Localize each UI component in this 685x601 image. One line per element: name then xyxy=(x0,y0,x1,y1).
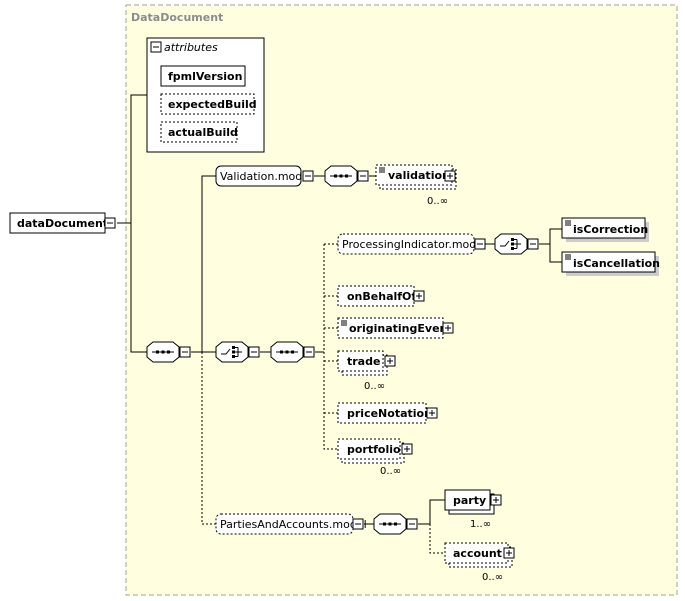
group-validation-model[interactable]: Validation.model xyxy=(215,165,314,187)
attribute-fpmlversion[interactable]: fpmlVersion xyxy=(168,70,242,83)
expand-pricenotation-icon[interactable] xyxy=(426,407,438,419)
processingindicator-choice[interactable] xyxy=(494,233,539,255)
element-validation-occurs: 0..∞ xyxy=(427,196,448,207)
attribute-expectedbuild[interactable]: expectedBuild xyxy=(168,98,257,111)
element-iscorrection-label: isCorrection xyxy=(573,223,648,236)
element-iscancellation-label: isCancellation xyxy=(573,257,660,270)
collapse-partiesandaccounts-icon[interactable] xyxy=(352,518,364,530)
collapse-main-choice-icon[interactable] xyxy=(248,346,260,358)
collapse-attributes-icon[interactable] xyxy=(150,41,162,53)
connector-lines xyxy=(117,94,562,554)
expand-account-icon[interactable] xyxy=(503,547,515,559)
element-account-label: account xyxy=(453,547,502,560)
collapse-main-sequence-icon[interactable] xyxy=(303,346,315,358)
element-account-occurs: 0..∞ xyxy=(482,572,503,583)
collapse-validation-sequence-icon[interactable] xyxy=(357,170,369,182)
group-validation-model-label: Validation.model xyxy=(220,170,312,183)
element-iscorrection[interactable]: isCorrection xyxy=(561,217,649,242)
root-sequence[interactable] xyxy=(146,341,191,363)
collapse-parties-sequence-icon[interactable] xyxy=(406,518,418,530)
validation-sequence[interactable] xyxy=(324,165,369,187)
expand-trade-icon[interactable] xyxy=(384,355,396,367)
root-element-label: dataDocument xyxy=(17,217,108,230)
element-iscancellation[interactable]: isCancellation xyxy=(561,251,660,276)
main-sequence[interactable] xyxy=(270,341,315,363)
parties-sequence[interactable] xyxy=(373,513,418,535)
element-account[interactable]: account 0..∞ xyxy=(444,542,515,583)
root-element-datadocument[interactable]: dataDocument xyxy=(9,212,116,234)
expand-originatingevent-icon[interactable] xyxy=(442,322,454,334)
attribute-actualbuild[interactable]: actualBuild xyxy=(168,126,238,139)
element-trade-label: trade xyxy=(347,355,380,368)
element-party[interactable]: party 1..∞ xyxy=(444,489,502,530)
element-party-occurs: 1..∞ xyxy=(470,519,491,530)
group-processingindicator-model[interactable]: ProcessingIndicator.model xyxy=(337,233,486,255)
element-validation-label: validation xyxy=(388,169,450,182)
element-pricenotation-label: priceNotation xyxy=(347,407,432,420)
collapse-validation-model-icon[interactable] xyxy=(302,170,314,182)
attributes-header: attributes xyxy=(164,41,218,54)
element-onbehalfof-label: onBehalfOf xyxy=(347,290,416,303)
main-choice[interactable] xyxy=(215,341,260,363)
expand-validation-icon[interactable] xyxy=(444,170,456,182)
expand-party-icon[interactable] xyxy=(490,494,502,506)
element-originatingevent[interactable]: originatingEvent xyxy=(337,317,454,339)
collapse-root-icon[interactable] xyxy=(104,217,116,229)
element-validation[interactable]: validation 0..∞ xyxy=(375,164,457,207)
collapse-root-sequence-icon[interactable] xyxy=(179,346,191,358)
collapse-processingindicator-icon[interactable] xyxy=(474,238,486,250)
expand-onbehalfof-icon[interactable] xyxy=(413,290,425,302)
attributes-box: attributes fpmlVersion expectedBuild act… xyxy=(146,37,265,153)
group-processingindicator-label: ProcessingIndicator.model xyxy=(342,238,486,251)
element-portfolio[interactable]: portfolio 0..∞ xyxy=(337,438,413,477)
element-onbehalfof[interactable]: onBehalfOf xyxy=(337,285,425,307)
group-partiesandaccounts-label: PartiesAndAccounts.model xyxy=(220,518,367,531)
element-originatingevent-label: originatingEvent xyxy=(349,322,453,335)
group-partiesandaccounts-model[interactable]: PartiesAndAccounts.model xyxy=(215,513,367,535)
element-portfolio-occurs: 0..∞ xyxy=(380,466,401,477)
element-portfolio-label: portfolio xyxy=(347,443,401,456)
element-trade[interactable]: trade 0..∞ xyxy=(337,350,396,392)
element-pricenotation[interactable]: priceNotation xyxy=(337,402,438,424)
element-party-label: party xyxy=(453,494,486,507)
element-trade-occurs: 0..∞ xyxy=(364,381,385,392)
expand-portfolio-icon[interactable] xyxy=(401,443,413,455)
collapse-processingindicator-choice-icon[interactable] xyxy=(527,238,539,250)
frame-title: DataDocument xyxy=(131,11,223,24)
